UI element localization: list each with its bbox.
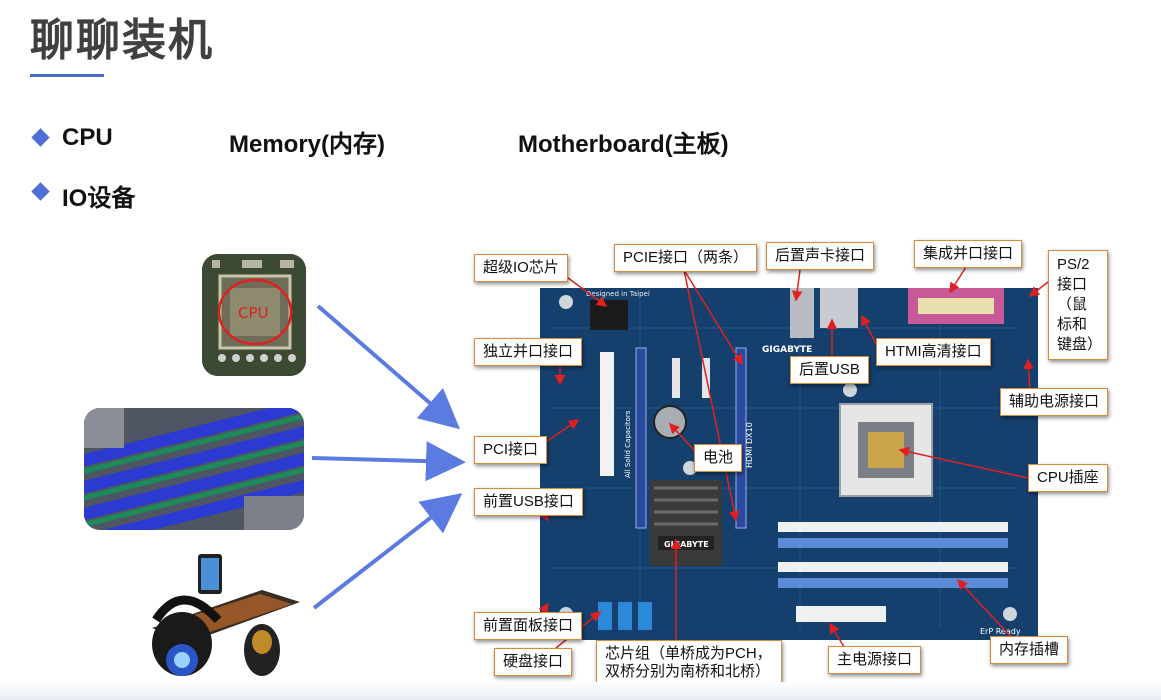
callout-pcie: PCIE接口（两条） bbox=[614, 244, 758, 272]
leader-cpu-socket bbox=[898, 446, 1029, 479]
callout-chipset: 芯片组（单桥成为PCH，双桥分别为南桥和北桥） bbox=[596, 640, 782, 686]
callout-battery: 电池 bbox=[694, 444, 743, 472]
callout-hdmi: HTMI高清接口 bbox=[876, 338, 991, 366]
bullet-io: IO设备 bbox=[62, 185, 136, 212]
callout-aux-power: 辅助电源接口 bbox=[1000, 388, 1109, 416]
callout-rear-usb: 后置USB bbox=[790, 356, 869, 384]
callout-parallel-integrated: 集成并口接口 bbox=[914, 240, 1023, 268]
callout-main-power: 主电源接口 bbox=[828, 646, 922, 674]
board-capacitor-text: All Solid Capacitors bbox=[624, 410, 632, 478]
bullet-cpu: CPU bbox=[62, 124, 113, 151]
bullet-memory: Memory(内存) bbox=[229, 131, 386, 158]
io-devices-photo bbox=[142, 550, 302, 688]
board-brand: GIGABYTE bbox=[762, 345, 812, 355]
leader-memory-slot bbox=[956, 578, 1013, 639]
arrow-cpu bbox=[316, 304, 461, 430]
callout-disk: 硬盘接口 bbox=[494, 648, 573, 676]
callout-super-io: 超级IO芯片 bbox=[474, 254, 568, 282]
board-bottom-text: ErP Ready bbox=[980, 627, 1021, 636]
bullet-motherboard: Motherboard(主板) bbox=[518, 131, 729, 158]
callout-parallel-standalone: 独立并口接口 bbox=[474, 338, 583, 366]
leader-ps2 bbox=[1028, 281, 1049, 297]
callout-ps2: PS/2接口（鼠标和键盘） bbox=[1048, 250, 1108, 360]
bottom-strip bbox=[0, 682, 1161, 700]
chipset-label: GIGABYTE bbox=[664, 540, 709, 549]
leader-parallel-int bbox=[949, 263, 969, 294]
board-designed-text: Designed in Taipei bbox=[586, 290, 650, 298]
callout-memory-slot: 内存插槽 bbox=[990, 636, 1069, 664]
callout-front-panel: 前置面板接口 bbox=[474, 612, 583, 640]
leader-main-power bbox=[829, 622, 847, 651]
callout-cpu-socket: CPU插座 bbox=[1028, 464, 1108, 492]
board-model: HDMI DX10 bbox=[745, 422, 754, 468]
cpu-photo-label: CPU bbox=[238, 304, 269, 322]
leader-pcie-2 bbox=[683, 269, 740, 522]
arrow-memory bbox=[311, 441, 466, 482]
callout-front-usb: 前置USB接口 bbox=[474, 488, 583, 516]
leader-aux-power bbox=[1023, 358, 1034, 393]
arrow-io bbox=[312, 493, 463, 610]
page-title: 聊聊装机 bbox=[30, 16, 214, 65]
leader-pcie-1 bbox=[683, 269, 743, 366]
title-underline bbox=[30, 74, 104, 77]
callout-rear-audio: 后置声卡接口 bbox=[766, 242, 875, 270]
leader-battery bbox=[668, 422, 697, 453]
callout-pci: PCI接口 bbox=[474, 436, 548, 464]
motherboard: Designed in Taipei GIGABYTE HDMI DX10 Al… bbox=[540, 288, 1038, 640]
leader-rear-audio bbox=[791, 269, 803, 302]
cpu-photo: CPU bbox=[202, 254, 306, 376]
memory-photo bbox=[84, 408, 304, 530]
